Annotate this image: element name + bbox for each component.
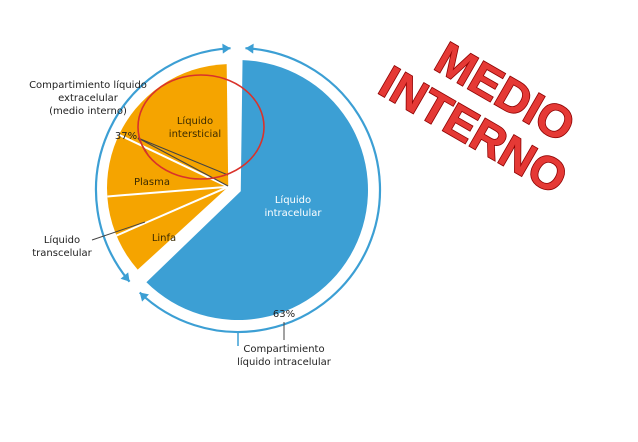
divider-line-2 xyxy=(107,185,229,198)
label-linfa: Linfa xyxy=(152,233,176,244)
label-intracelular-line1: Líquido xyxy=(275,194,311,206)
callout-transcelular-line2: transcelular xyxy=(32,248,92,259)
ring-arrow-top-right xyxy=(245,43,254,54)
label-plasma: Plasma xyxy=(134,177,170,188)
highlight-circle xyxy=(137,74,265,180)
outer-ring xyxy=(94,43,382,346)
callout-intra-line2: líquido intracelular xyxy=(237,356,332,368)
slice-intracellular xyxy=(146,60,368,320)
leader-37-a xyxy=(137,137,229,176)
label-intracelular-line2: intracelular xyxy=(264,208,322,219)
percent-extracellular: 37% xyxy=(115,131,137,142)
callout-extra-line2: extracelular xyxy=(58,93,119,104)
ring-arrow-top-left xyxy=(222,43,231,54)
ring-arc-intracellular xyxy=(138,47,382,334)
label-intersticial-line2: intersticial xyxy=(169,129,221,140)
ring-arc-extracellular xyxy=(94,47,231,283)
divider-line-1 xyxy=(116,185,229,237)
callout-intra-line1: Compartimiento xyxy=(243,344,324,355)
callout-extra-line3: (medio interno) xyxy=(49,106,127,117)
leader-transcelular xyxy=(91,221,146,241)
callout-extra-line1: Compartimiento líquido xyxy=(29,79,147,91)
label-intersticial-line1: Líquido xyxy=(177,115,213,127)
ring-arrow-bottom-left-a xyxy=(139,292,149,302)
percent-intracellular: 63% xyxy=(273,309,295,320)
ring-arrow-bottom-left-b xyxy=(120,272,130,282)
callout-transcelular-line1: Líquido xyxy=(44,234,80,246)
pie-slices xyxy=(106,60,368,320)
slice-extracellular xyxy=(106,64,229,270)
